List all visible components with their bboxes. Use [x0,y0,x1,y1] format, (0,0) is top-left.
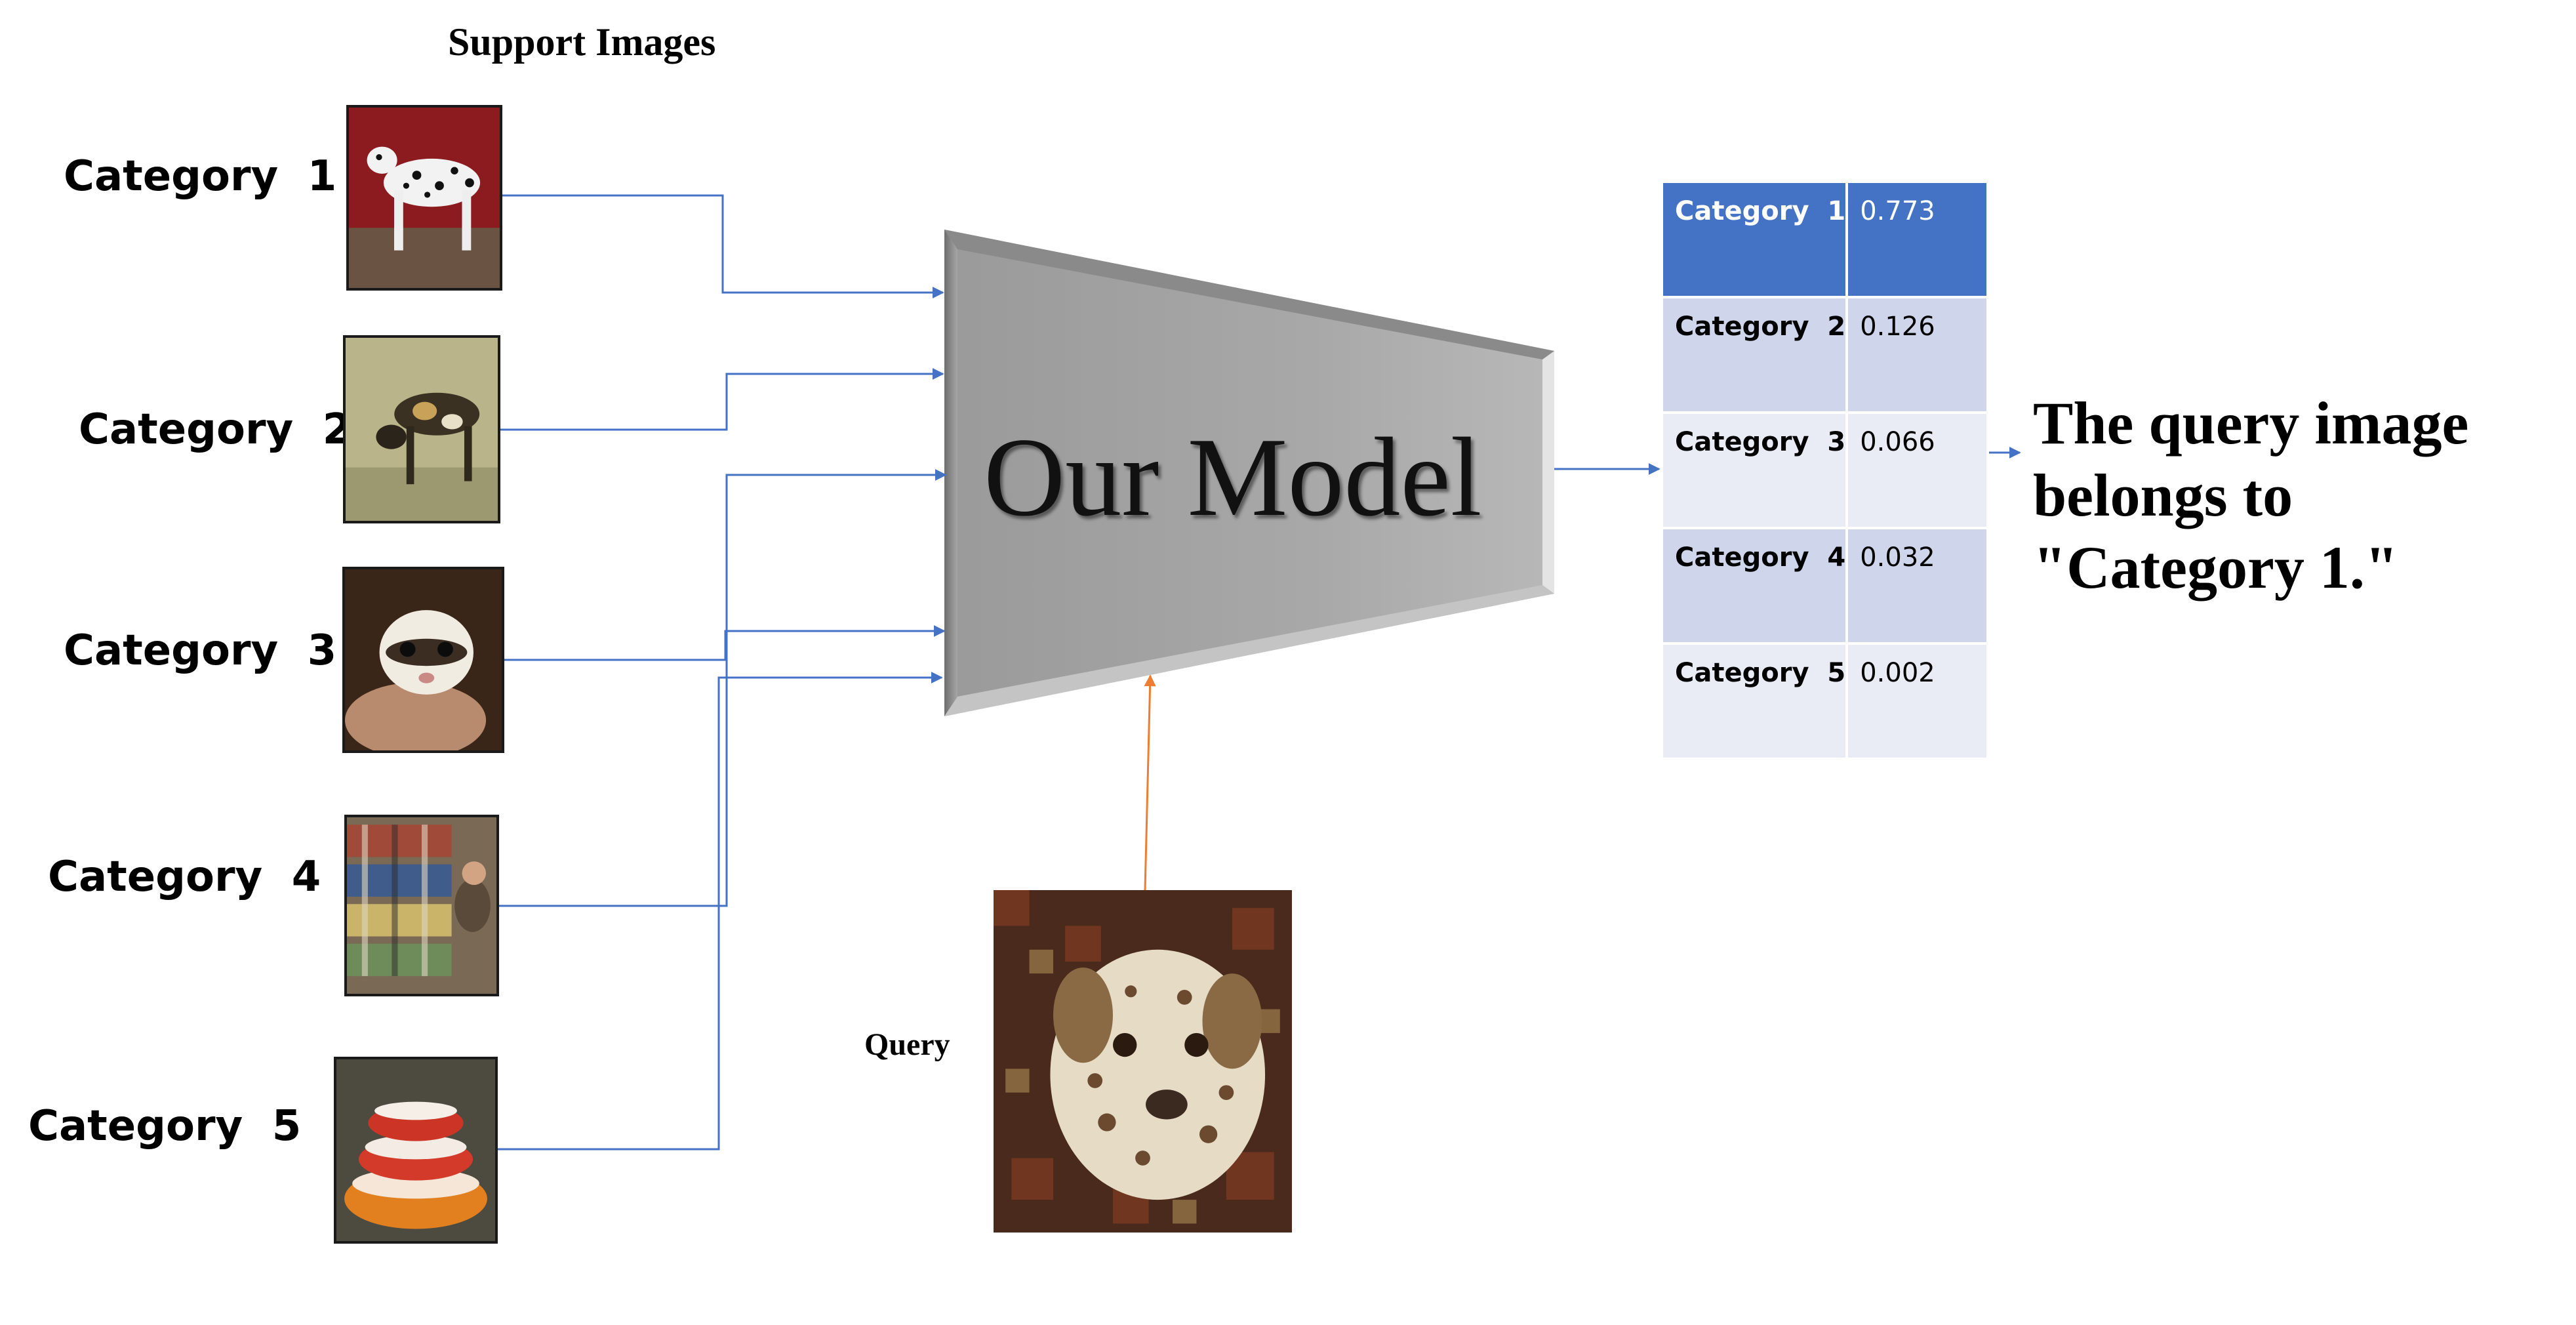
results-table: Category 1 0.773 Category 2 0.126 Catego… [1660,180,1990,760]
table-row: Category 1 0.773 [1660,180,1990,298]
support-image-1 [346,105,502,291]
connector-category-3 [504,625,946,661]
category-2-label: Category 2 [79,405,352,454]
conclusion-line-1: The query image [2033,390,2469,457]
conclusion-line-3: "Category 1." [2033,534,2398,601]
table-row: Category 4 0.032 [1660,527,1990,645]
result-score: 0.066 [1845,411,1990,529]
support-image-2 [343,335,500,523]
result-category: Category 2 [1660,296,1849,414]
category-5-label: Category 5 [28,1102,302,1151]
query-image [994,890,1292,1233]
support-image-5 [334,1057,498,1244]
result-category: Category 4 [1660,527,1849,645]
query-label: Query [864,1027,950,1062]
model-label: Our Model [984,415,1482,540]
connector-category-2 [500,368,944,431]
result-score: 0.126 [1845,296,1990,414]
table-row: Category 5 0.002 [1660,642,1990,760]
category-1-label: Category 1 [64,152,337,201]
result-score: 0.002 [1845,642,1990,760]
support-image-4 [344,815,499,996]
model-block [944,230,1554,716]
result-score: 0.773 [1845,180,1990,298]
result-category: Category 3 [1660,411,1849,529]
result-category: Category 1 [1660,180,1849,298]
result-score: 0.032 [1845,527,1990,645]
result-category: Category 5 [1660,642,1849,760]
query-arrow [1144,674,1156,891]
connector-category-1 [502,194,944,298]
support-image-3 [342,567,504,753]
connector-category-5 [498,672,943,1151]
support-images-title: Support Images [448,20,716,64]
conclusion-text: The query image belongs to "Category 1." [2033,387,2468,603]
table-row: Category 2 0.126 [1660,296,1990,414]
category-3-label: Category 3 [64,626,337,675]
conclusion-line-2: belongs to [2033,462,2293,529]
category-4-label: Category 4 [48,853,321,901]
connector-category-4 [499,469,947,907]
table-row: Category 3 0.066 [1660,411,1990,529]
